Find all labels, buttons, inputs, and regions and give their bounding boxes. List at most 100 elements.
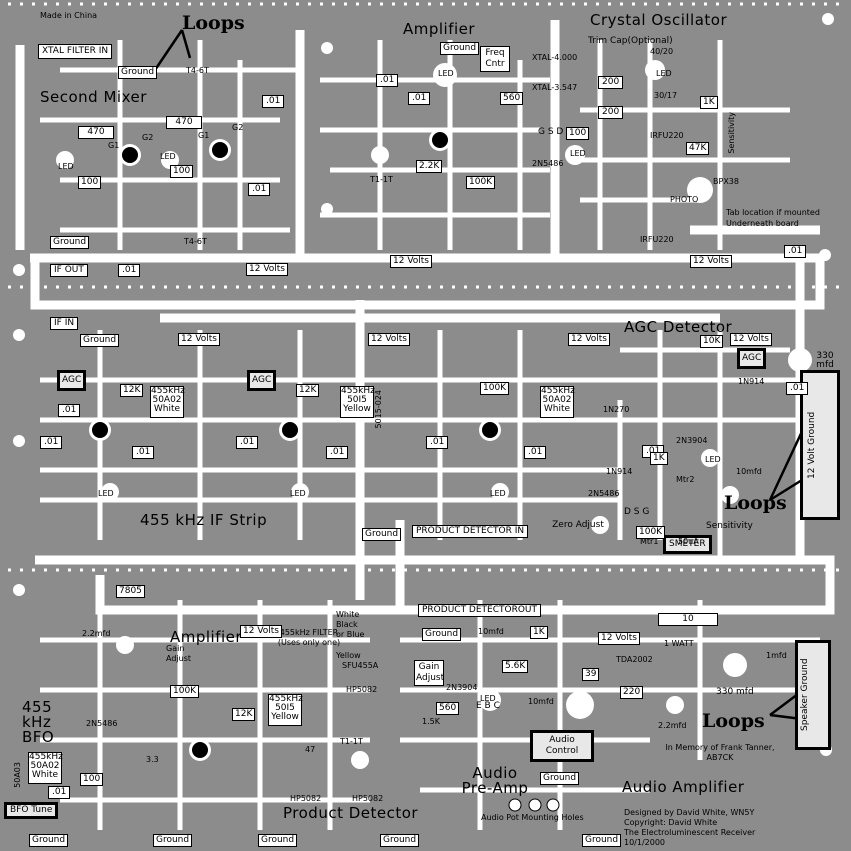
gain-adjust-label: Gain Adjust [166, 644, 192, 663]
xtal2-label: XTAL-3.547 [532, 83, 578, 92]
resistor-label: 10K [700, 335, 724, 348]
irfu-label: IRFU220 [640, 235, 674, 244]
resistor-label: 100 [170, 165, 194, 178]
diode-hp5082: HP5082 [352, 794, 384, 803]
cap-330mfd: 330 mfd [716, 687, 754, 697]
agc-box-1: AGC [57, 370, 87, 391]
filter-sfu: SFU455A [342, 661, 379, 670]
if-can: 455kHz 50A02 White [28, 752, 63, 784]
capacitor-label: .01 [784, 245, 807, 258]
transformer-t4: T4-6T [186, 66, 209, 75]
section-second-mixer: Second Mixer [40, 88, 147, 106]
cap-10mfd: 10mfd [528, 697, 554, 706]
capacitor-label: .01 [786, 382, 809, 395]
resistor-47: 47 [305, 745, 316, 754]
trim-cap-200b: 200 [598, 106, 624, 119]
if-out-label: IF OUT [50, 264, 88, 277]
resistor-label: 470 [166, 116, 202, 129]
product-detector-in-label: PRODUCT DETECTOR IN [412, 525, 529, 538]
cap-22mfd: 2.2mfd [82, 629, 111, 638]
diode-part: 1N914 [738, 377, 765, 386]
tab-location-note: Tab location if mounted Underneath board [726, 208, 820, 228]
memory-note: In Memory of Frank Tanner, AB7CK [665, 743, 775, 762]
capacitor-label: .01 [426, 436, 449, 449]
capacitor-label: .01 [262, 95, 285, 108]
resistor-label: 560 [500, 92, 524, 105]
audio-pot-holes-label: Audio Pot Mounting Holes [481, 813, 584, 822]
ground-label: Ground [540, 772, 580, 785]
section-crystal-oscillator: Crystal Oscillator [590, 11, 728, 29]
watt1-label: 1 WATT [664, 639, 694, 648]
led-label: LED [58, 162, 74, 171]
if-in-label: IF IN [50, 317, 79, 330]
photo-label: PHOTO [670, 195, 699, 204]
capacitor-label: .01 [236, 436, 259, 449]
irfu-label: IRFU220 [650, 131, 684, 140]
trim-cap-200: 200 [598, 76, 624, 89]
resistor-label: 12K [120, 384, 144, 397]
volts12-label: 12 Volts [368, 333, 410, 346]
ground-label: Ground [380, 834, 420, 847]
meter-50ua: 50uA [678, 537, 699, 546]
if-can: 455kHz 50I5 Yellow [340, 386, 375, 418]
ground-label: Ground [422, 628, 462, 641]
regulator-7805: 7805 [116, 585, 145, 598]
resistor-label: 1K [700, 96, 718, 109]
resistor-label: 220 [620, 686, 644, 699]
speaker-ground-label: Speaker Ground [795, 640, 831, 750]
resistor-label: 12K [296, 384, 320, 397]
freq-cntr-label: Freq Cntr [480, 46, 510, 72]
transformer-t1: T1-1T [370, 175, 393, 184]
led-label: LED [570, 149, 586, 158]
resistor-label: 47K [686, 142, 710, 155]
volts12-label: 12 Volts [246, 263, 288, 276]
volts12-label: 12 Volts [390, 255, 432, 268]
agc-box-3: AGC [737, 348, 767, 369]
gate-g1: G1 [108, 141, 120, 150]
loops-label-right: Loops [724, 492, 787, 514]
resistor-label: 2.2K [416, 160, 443, 173]
audio-control-label: Audio Control [530, 730, 594, 762]
ground-label: Ground [29, 834, 69, 847]
ground-label: Ground [440, 42, 480, 55]
if-can: 455kHz 50I5 Yellow [268, 694, 303, 726]
xtal1-label: XTAL-4.000 [532, 53, 578, 62]
resistor-label: 100K [170, 685, 200, 698]
led-label: LED [480, 694, 496, 703]
resistor-10: 10 [658, 613, 718, 626]
capacitor-label: .01 [132, 446, 155, 459]
meter-mtr2: Mtr2 [676, 475, 695, 484]
cap-22mfd: 2.2mfd [658, 721, 687, 730]
meter-mtr1: Mtr1 [640, 537, 659, 546]
fet-pins: G S D [538, 127, 564, 137]
resistor-label: 100K [480, 382, 510, 395]
bfo-tune-label: BFO Tune [4, 802, 59, 819]
resistor-label: 1K [650, 452, 668, 465]
transistor-part: 2N3904 [446, 683, 478, 692]
credits-line-4: 10/1/2000 [624, 838, 666, 847]
resistor-label: 5.6K [502, 660, 529, 673]
loops-label-top: Loops [182, 12, 245, 34]
led-label: LED [290, 489, 306, 498]
volts12-label: 12 Volts [690, 255, 732, 268]
capacitor-label: .01 [48, 786, 71, 799]
led-label: LED [705, 455, 721, 464]
band-30-17: 30/17 [654, 91, 678, 100]
section-amplifier-top: Amplifier [403, 20, 476, 38]
resistor-1-5k: 1.5K [422, 717, 440, 726]
resistor-label: 12K [232, 708, 256, 721]
section-bfo: 455 kHz BFO [22, 698, 55, 746]
gate-g2: G2 [232, 123, 244, 132]
section-audio-amplifier: Audio Amplifier [622, 778, 745, 796]
resistor-label: 39 [582, 668, 600, 681]
volts12-label: 12 Volts [178, 333, 220, 346]
diode-hp5082: HP5082 [346, 685, 378, 694]
trim-cap-label: Trim Cap(Optional) [588, 36, 673, 46]
fet-part: 2N5486 [532, 159, 564, 168]
capacitor-label: .01 [58, 404, 81, 417]
bpx38-label: BPX38 [713, 177, 739, 186]
ground-label: Ground [153, 834, 193, 847]
transistor-part: 2N3904 [676, 436, 708, 445]
cap-1mfd: 1mfd [766, 651, 787, 660]
volts12-label: 12 Volts [730, 333, 772, 346]
